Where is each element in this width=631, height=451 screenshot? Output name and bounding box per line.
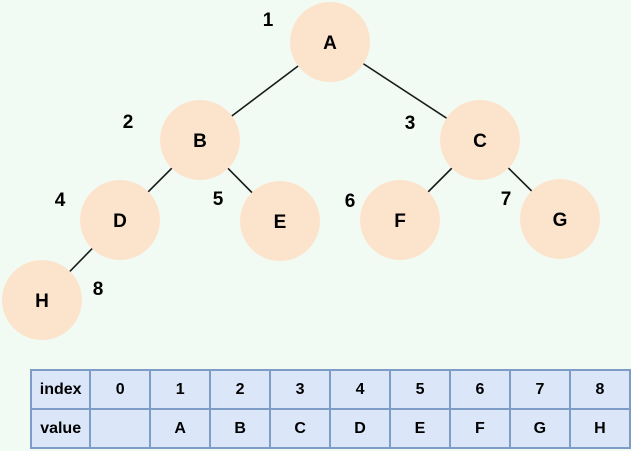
tree-node-d (80, 180, 160, 260)
node-label-g: G (553, 210, 568, 231)
node-number-8: 8 (93, 279, 104, 300)
node-number-3: 3 (405, 113, 416, 134)
tree-node-e (240, 181, 320, 261)
node-number-2: 2 (123, 112, 134, 133)
value-cell-1: A (149, 408, 212, 449)
value-cell-8: H (568, 408, 631, 449)
value-cell-4: D (329, 408, 392, 449)
index-cell-1: 1 (149, 369, 212, 410)
tree-node-f (360, 180, 440, 260)
tree-node-b (160, 100, 240, 180)
value-row: value A B C D E F G H (29, 408, 631, 449)
value-cell-6: F (448, 408, 511, 449)
node-label-e: E (274, 212, 287, 233)
value-cell-5: E (389, 408, 451, 449)
index-cell-6: 6 (448, 369, 511, 410)
index-cell-4: 4 (329, 369, 392, 410)
node-label-a: A (323, 33, 337, 54)
index-cell-3: 3 (269, 369, 332, 410)
node-number-7: 7 (501, 189, 512, 210)
tree-node-h (2, 260, 82, 340)
index-cell-0: 0 (89, 369, 152, 410)
node-number-5: 5 (213, 189, 224, 210)
index-cell-7: 7 (508, 369, 571, 410)
binary-tree-diagram: A B C D E F G H 1 2 3 4 5 6 7 8 (2, 2, 600, 340)
tree-node-c (440, 100, 520, 180)
tree-node-g (520, 179, 600, 259)
index-cell-8: 8 (568, 369, 631, 410)
index-cell-5: 5 (389, 369, 451, 410)
node-label-b: B (193, 131, 207, 152)
value-cell-7: G (508, 408, 571, 449)
value-row-header: value (29, 408, 92, 449)
node-number-6: 6 (345, 191, 356, 212)
array-representation-table: index 0 1 2 3 4 5 6 7 8 value A B C D E … (29, 369, 631, 449)
node-label-f: F (394, 211, 406, 232)
value-cell-3: C (269, 408, 332, 449)
node-number-1: 1 (263, 10, 274, 31)
node-number-4: 4 (55, 190, 66, 211)
node-label-c: C (473, 131, 487, 152)
value-cell-2: B (209, 408, 272, 449)
node-label-h: H (35, 291, 49, 312)
tree-node-a (290, 2, 370, 82)
value-cell-0 (89, 408, 152, 449)
node-label-d: D (113, 211, 127, 232)
index-cell-2: 2 (209, 369, 272, 410)
index-row: index 0 1 2 3 4 5 6 7 8 (29, 369, 631, 410)
index-row-header: index (29, 369, 92, 410)
